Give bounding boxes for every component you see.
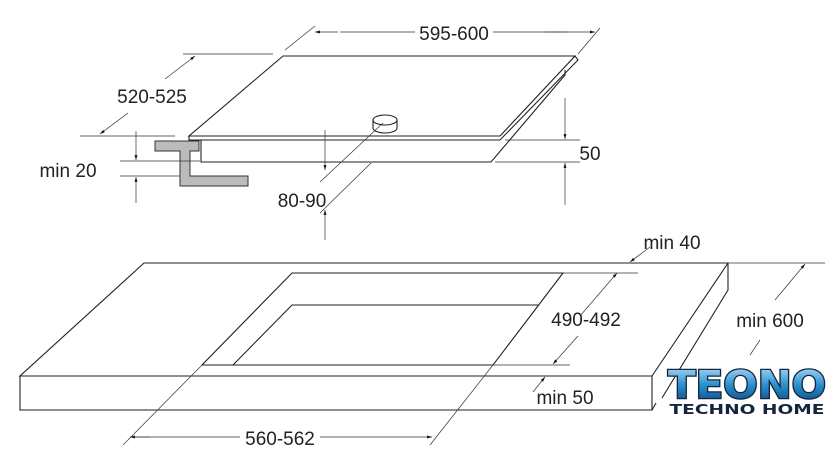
worktop-bracket: [154, 140, 249, 187]
label-cutout-depth: 490-492: [551, 310, 621, 331]
knob: [372, 114, 398, 134]
worktop-drawing: [18, 262, 730, 411]
label-min-20: min 20: [39, 161, 96, 182]
label-min-600: min 600: [736, 311, 804, 332]
worktop-top: [18, 262, 730, 377]
hob-dimensions: [80, 25, 601, 240]
hob-body: [200, 70, 566, 163]
hob-top-surface: [187, 55, 577, 137]
label-hob-height: 50: [579, 144, 600, 165]
label-min-40: min 40: [643, 233, 700, 254]
worktop-dimensions: [122, 246, 825, 446]
hob-drawing: [154, 55, 579, 187]
label-hob-width: 595-600: [419, 24, 489, 45]
label-hob-depth: 520-525: [117, 87, 187, 108]
label-min-50: min 50: [536, 388, 593, 409]
label-rear-clearance: 80-90: [278, 191, 327, 212]
label-cutout-width: 560-562: [245, 429, 315, 450]
teono-logo: TEONO TECHNO HOME: [667, 362, 828, 418]
logo-tagline: TECHNO HOME: [670, 403, 825, 418]
logo-brand: TEONO: [668, 363, 826, 407]
cutout: [200, 272, 565, 366]
dimension-labels: 595-600 520-525 min 20 50 80-90 min 40 4…: [39, 24, 803, 450]
